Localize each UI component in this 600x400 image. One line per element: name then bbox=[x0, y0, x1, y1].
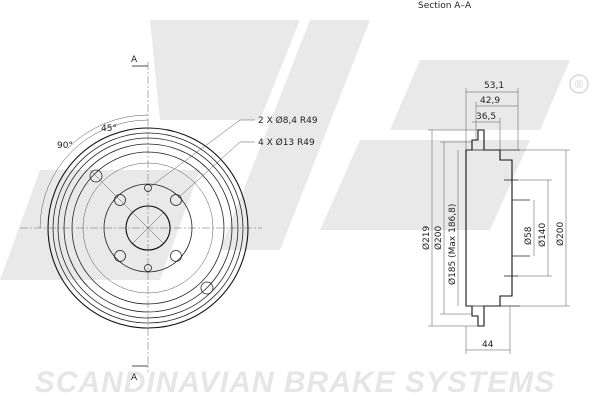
section-marker-bottom: A bbox=[131, 373, 138, 383]
hub-ring bbox=[103, 183, 193, 273]
sbs-watermark-logo bbox=[0, 20, 570, 280]
rim-hole bbox=[200, 281, 214, 295]
wheel-bolt-hole bbox=[114, 194, 126, 206]
dim-53-1: 53,1 bbox=[484, 81, 504, 91]
center-bore bbox=[125, 205, 171, 251]
front-view: A A 90° 45° 2 bbox=[20, 55, 318, 383]
dim-42-9: 42,9 bbox=[480, 96, 500, 106]
angle-label-90: 90° bbox=[57, 141, 73, 151]
section-title: Section A–A bbox=[418, 1, 472, 11]
dim-140: Ø140 bbox=[537, 222, 548, 247]
angle-arc-90 bbox=[39, 119, 149, 229]
wheel-bolt-hole bbox=[114, 250, 126, 262]
leader-large-holes bbox=[177, 141, 241, 199]
wheel-bolt-hole bbox=[170, 250, 182, 262]
dim-200-left: Ø200 bbox=[433, 225, 444, 250]
section-view: Section A–A 53,1 42,9 36,5 44 Ø219 bbox=[418, 1, 570, 354]
angle-label-45: 45° bbox=[101, 124, 117, 134]
dim-200-right: Ø200 bbox=[555, 221, 566, 246]
section-marker-top: A bbox=[131, 55, 138, 65]
dim-219: Ø219 bbox=[421, 225, 432, 250]
drum-profile bbox=[465, 129, 513, 327]
registered-mark: ® bbox=[575, 79, 583, 91]
dim-185: Ø185 (Max 186,8) bbox=[447, 204, 458, 285]
dim-58: Ø58 bbox=[523, 226, 534, 245]
registered-mark-circle bbox=[569, 74, 589, 94]
rim-ring-1 bbox=[52, 132, 244, 324]
small-hole bbox=[144, 264, 152, 272]
brand-tagline: SCANDINAVIAN BRAKE SYSTEMS bbox=[35, 366, 556, 399]
small-holes-callout: 2 X Ø8,4 R49 bbox=[258, 115, 318, 126]
rim-ring-2 bbox=[57, 137, 239, 319]
angle-arc-45 bbox=[67, 114, 149, 149]
wheel-bolt-hole bbox=[170, 194, 182, 206]
leader-small-holes bbox=[149, 119, 241, 188]
rim-ring-4 bbox=[71, 151, 225, 305]
dim-36-5: 36,5 bbox=[476, 112, 496, 122]
dim-44: 44 bbox=[482, 340, 494, 350]
large-holes-callout: 4 X Ø13 R49 bbox=[258, 137, 315, 148]
outer-rim bbox=[47, 127, 249, 329]
small-hole bbox=[144, 184, 152, 192]
bolt-circle bbox=[82, 162, 214, 294]
angle-ray-45 bbox=[89, 169, 149, 229]
rim-hole bbox=[89, 169, 103, 183]
rim-ring-3 bbox=[63, 143, 233, 313]
